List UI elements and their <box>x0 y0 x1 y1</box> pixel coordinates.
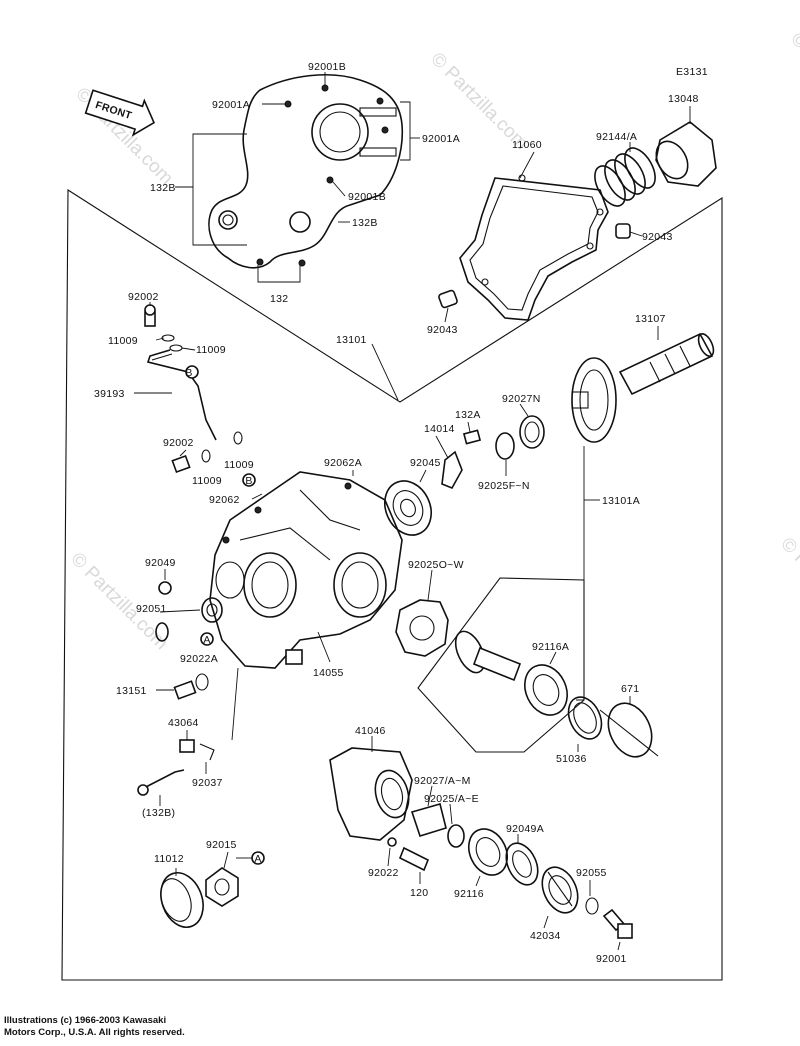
label-92043-right: 92043 <box>642 231 673 243</box>
label-39193: 39193 <box>94 388 125 400</box>
marker-B1: B <box>185 367 192 379</box>
watermark-mid-right: © Partzilla.com <box>776 534 800 639</box>
copyright-line-1: Illustrations (c) 1966-2003 Kawasaki <box>4 1015 167 1026</box>
needle-bearing-42034 <box>541 866 579 929</box>
shims-92027N-92025FN <box>495 403 545 476</box>
housing-41046 <box>329 736 413 841</box>
label-92037: 92037 <box>192 777 223 789</box>
pinion-assembly-box <box>417 577 585 753</box>
label-92062A: 92062A <box>324 457 362 469</box>
label-11009-c: 11009 <box>224 459 254 471</box>
clip-43064-and-pin-92037 <box>137 667 239 806</box>
collar-92027AM-and-shims-92025AE <box>410 785 465 848</box>
joint-13048 <box>655 106 717 187</box>
label-92001B-top: 92001B <box>308 61 346 73</box>
label-120: 120 <box>410 887 428 899</box>
spring-92144A <box>594 142 656 207</box>
label-92051: 92051 <box>136 603 167 615</box>
gasket-11060 <box>459 151 609 321</box>
crankcase-cover-132 <box>208 74 404 269</box>
dowel-pin-92043-right <box>615 223 643 239</box>
label-13107: 13107 <box>635 313 666 325</box>
bolt-92002-mid <box>171 431 243 474</box>
o-ring-92055 <box>585 880 599 915</box>
dowel-pin-92043-left <box>438 289 458 323</box>
shaft-13107-and-gear <box>571 326 715 443</box>
bearing-92116 <box>467 828 509 887</box>
label-92025FN: 92025F~N <box>478 480 530 492</box>
marker-A1: A <box>203 634 210 646</box>
label-92045: 92045 <box>410 457 441 469</box>
label-92022A: 92022A <box>180 653 218 665</box>
label-11009-b: 11009 <box>196 344 226 356</box>
front-arrow-icon: FRONT <box>84 89 156 137</box>
label-92027N: 92027N <box>502 393 541 405</box>
label-132B-left: 132B <box>150 182 176 194</box>
o-ring-51036-and-plate-671 <box>567 696 659 758</box>
marker-B2-circle <box>242 473 256 487</box>
label-132A: 132A <box>455 409 481 421</box>
label-671: 671 <box>621 683 639 695</box>
gear-case-14055 <box>209 470 403 669</box>
label-13101A: 13101A <box>602 495 640 507</box>
label-92015: 92015 <box>206 839 237 851</box>
marker-A2: A <box>254 853 261 865</box>
washer-92022-and-bolt-120 <box>387 837 430 884</box>
label-51036: 51036 <box>556 753 587 765</box>
label-41046: 41046 <box>355 725 386 737</box>
label-13101: 13101 <box>336 334 367 346</box>
label-92001A-right: 92001A <box>422 133 460 145</box>
diagram-code: E3131 <box>676 66 708 78</box>
label-92025AE: 92025/A~E <box>424 793 479 805</box>
label-13048: 13048 <box>668 93 699 105</box>
nut-92015 <box>205 851 265 907</box>
label-92116: 92116 <box>454 888 484 900</box>
bearing-92045 <box>384 469 432 536</box>
label-43064: 43064 <box>168 717 199 729</box>
seal-92049A <box>505 834 539 886</box>
seal-92049-and-washer-92051 <box>155 569 223 691</box>
label-92055: 92055 <box>576 867 607 879</box>
label-14014: 14014 <box>424 423 455 435</box>
label-92002-top: 92002 <box>128 291 159 303</box>
label-14055: 14055 <box>313 667 344 679</box>
label-92049A: 92049A <box>506 823 544 835</box>
label-132B-bottom: (132B) <box>142 807 175 819</box>
bracket-14014-and-bolt-132A <box>435 421 482 490</box>
label-92144A: 92144/A <box>596 131 637 143</box>
bolt-92001 <box>602 908 633 951</box>
watermark-top-left: © Partzilla.com <box>71 84 176 189</box>
label-92001: 92001 <box>596 953 627 965</box>
leaders-132-group <box>175 72 420 283</box>
label-13151: 13151 <box>116 685 147 697</box>
label-92116A: 92116A <box>532 641 569 653</box>
label-11012: 11012 <box>154 853 184 865</box>
label-132: 132 <box>270 293 288 305</box>
label-92002-mid: 92002 <box>163 437 194 449</box>
label-92049: 92049 <box>145 557 176 569</box>
label-11060: 11060 <box>512 139 542 151</box>
label-92043-left: 92043 <box>427 324 458 336</box>
cap-11012 <box>160 868 204 928</box>
lever-13151 <box>156 680 197 700</box>
oil-pipe-39193 <box>134 302 217 441</box>
copyright-notice: Illustrations (c) 1966-2003 Kawasaki Mot… <box>4 1015 185 1039</box>
label-92022: 92022 <box>368 867 399 879</box>
shim-92025OW <box>395 569 449 657</box>
watermark-top-right: © Partzilla.com <box>786 29 800 134</box>
marker-B2: B <box>245 475 252 487</box>
label-132B-right: 132B <box>352 217 378 229</box>
label-92001A-left: 92001A <box>212 99 250 111</box>
label-92027AM: 92027/A~M <box>414 775 471 787</box>
label-92001B-mid: 92001B <box>348 191 386 203</box>
copyright-line-2: Motors Corp., U.S.A. All rights reserved… <box>4 1027 185 1038</box>
assembly-frame <box>61 189 723 981</box>
leader-13101A <box>576 446 585 701</box>
label-42034: 42034 <box>530 930 561 942</box>
label-92025OW: 92025O~W <box>408 559 464 571</box>
label-11009-a: 11009 <box>108 335 138 347</box>
label-11009-d: 11009 <box>192 475 222 487</box>
label-92062: 92062 <box>209 494 240 506</box>
